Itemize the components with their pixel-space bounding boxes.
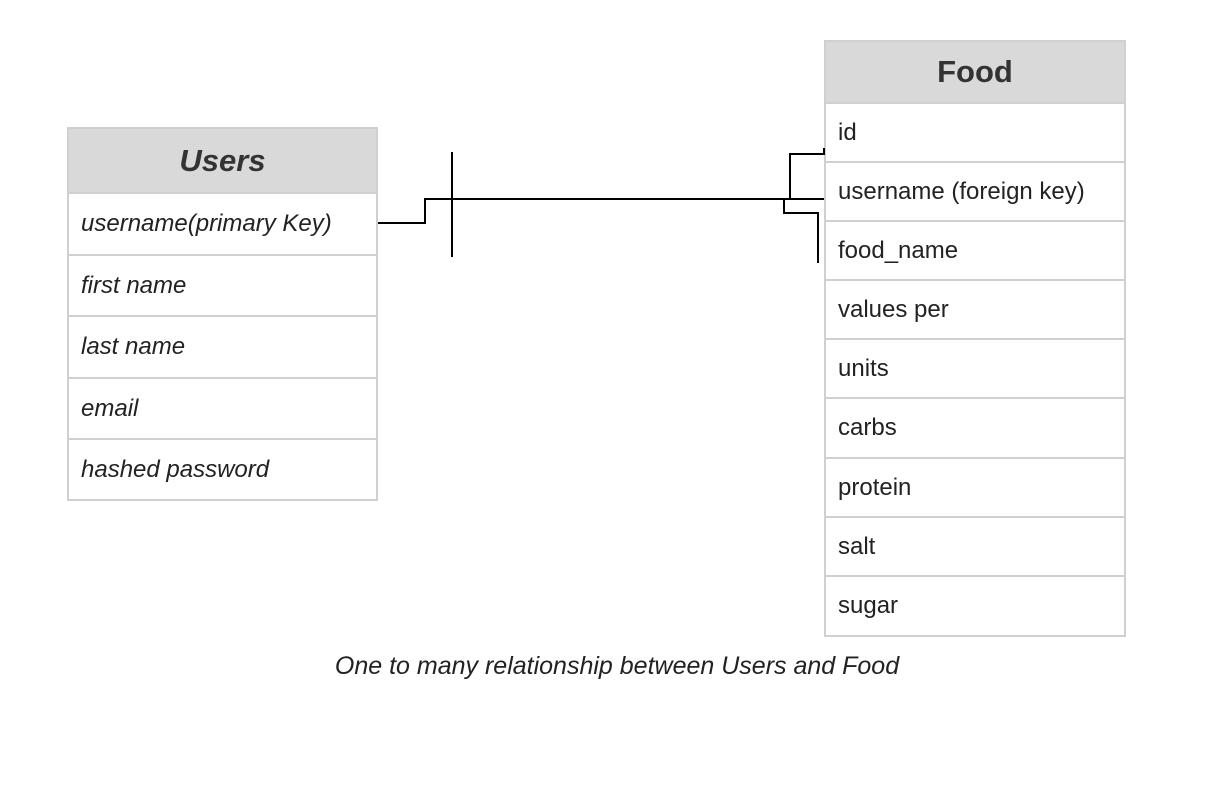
food-field-carbs: carbs: [826, 399, 1124, 459]
many-crowfoot-lower: [783, 199, 819, 263]
users-field-hashed-password: hashed password: [81, 456, 270, 483]
connector-line: [378, 198, 824, 224]
food-entity-title: Food: [826, 42, 1124, 104]
food-field-salt: salt: [826, 518, 1124, 577]
food-field-sugar: sugar: [838, 591, 899, 619]
food-field-units: units: [826, 340, 1124, 400]
users-field-username: username(primary Key): [69, 194, 376, 256]
food-field-protein: protein: [826, 459, 1124, 518]
food-field-id: id: [826, 104, 1124, 164]
users-field-last-name: last name: [69, 317, 376, 379]
food-entity: Food id username (foreign key) food_name…: [824, 40, 1126, 637]
users-field-first-name: first name: [69, 256, 376, 317]
food-field-values-per: values per: [826, 281, 1124, 341]
food-field-username: username (foreign key): [826, 163, 1124, 223]
food-field-food-name: food_name: [826, 222, 1124, 282]
users-entity: Users username(primary Key) first name l…: [67, 127, 378, 501]
users-field-email: email: [69, 379, 376, 440]
many-crowfoot-upper: [789, 148, 825, 199]
diagram-caption: One to many relationship between Users a…: [334, 652, 900, 680]
users-entity-title: Users: [69, 129, 376, 194]
